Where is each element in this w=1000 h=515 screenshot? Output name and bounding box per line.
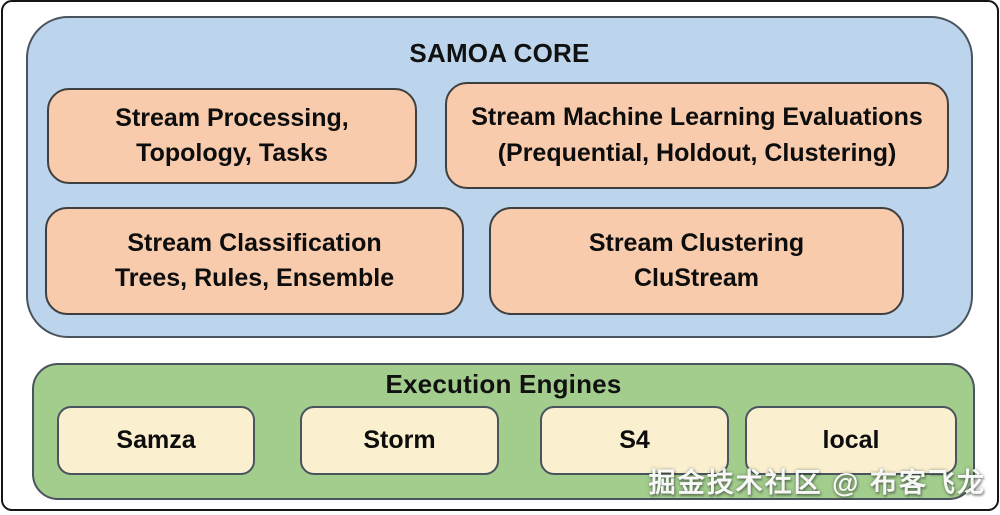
module-box-stream-processing: Stream Processing, Topology, Tasks bbox=[47, 88, 417, 184]
module-box-ml-evaluations: Stream Machine Learning Evaluations (Pre… bbox=[445, 82, 949, 189]
samoa-core-panel: SAMOA CORE Stream Processing, Topology, … bbox=[26, 16, 973, 338]
module-label-line: Stream Clustering bbox=[588, 228, 805, 257]
execution-engines-panel: Execution Engines Samza Storm S4 local bbox=[32, 363, 975, 500]
module-label-line: Trees, Rules, Ensemble bbox=[114, 264, 395, 292]
module-label-line: Stream Classification bbox=[127, 228, 382, 257]
execution-engines-title: Execution Engines bbox=[385, 369, 622, 399]
module-label-line: Stream Processing, bbox=[115, 103, 349, 132]
module-box-stream-classification: Stream Classification Trees, Rules, Ense… bbox=[45, 207, 464, 315]
module-label-line: Stream Machine Learning Evaluations bbox=[471, 103, 923, 131]
module-label-line: CluStream bbox=[633, 264, 760, 292]
engine-box-storm: Storm bbox=[300, 406, 499, 475]
engine-box-s4: S4 bbox=[540, 406, 729, 475]
module-label-line: Topology, Tasks bbox=[136, 139, 328, 167]
watermark: 掘金技术社区 @ 布客飞龙 bbox=[648, 468, 986, 498]
samoa-core-title: SAMOA CORE bbox=[409, 38, 590, 68]
module-label-line: (Prequential, Holdout, Clustering) bbox=[497, 138, 897, 167]
engine-box-samza: Samza bbox=[57, 406, 255, 475]
module-box-stream-clustering: Stream Clustering CluStream bbox=[489, 207, 904, 315]
engine-box-local: local bbox=[745, 406, 957, 475]
